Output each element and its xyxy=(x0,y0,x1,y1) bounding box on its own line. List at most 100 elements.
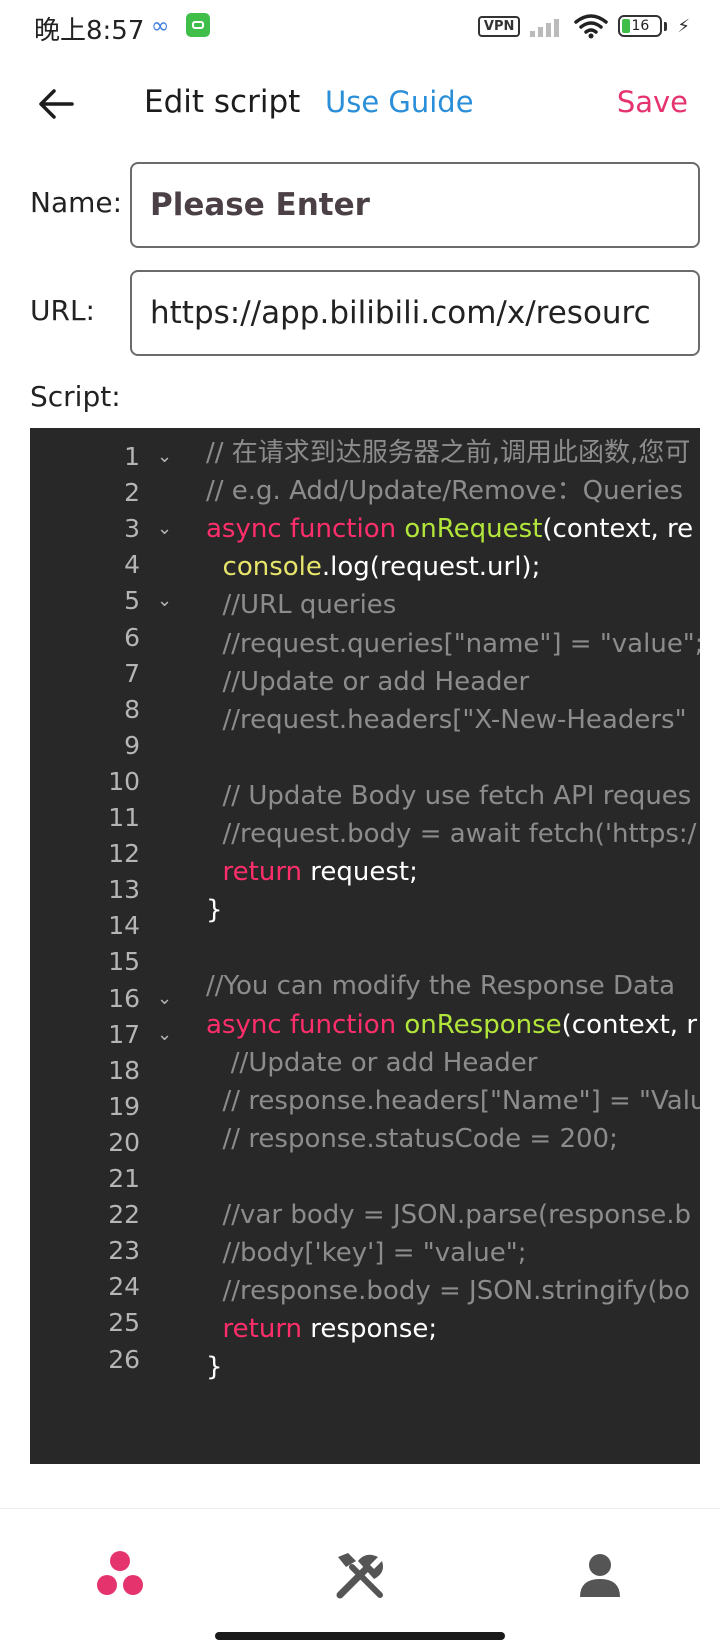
line-number: 1 xyxy=(124,442,140,471)
editor-line: 9 xyxy=(30,727,700,765)
line-number: 6 xyxy=(124,622,140,652)
line-number: 11 xyxy=(108,803,140,832)
code-line: async function onResponse(context, r xyxy=(206,1006,697,1044)
back-arrow-icon[interactable] xyxy=(36,84,76,124)
code-token: // response.statusCode = 200; xyxy=(206,1123,618,1154)
editor-line: 11 xyxy=(30,799,700,837)
code-token: onRequest xyxy=(404,514,543,545)
app-notification-icon xyxy=(186,13,210,37)
save-button[interactable]: Save xyxy=(616,85,688,119)
chevron-down-icon[interactable]: ⌄ xyxy=(157,518,173,540)
code-line: //URL queries xyxy=(206,586,397,624)
code-token: } xyxy=(206,895,223,926)
line-number: 23 xyxy=(108,1236,140,1266)
status-bar: 晚上8:57 ∞ VPN 16 ⚡ xyxy=(0,0,720,54)
code-token: //Update or add Header xyxy=(206,1047,538,1078)
editor-line: 17 ⌄ xyxy=(30,1016,700,1054)
code-line: async function onRequest(context, re xyxy=(206,510,693,548)
use-guide-link[interactable]: Use Guide xyxy=(325,85,474,119)
name-label: Name: xyxy=(30,186,123,219)
line-number: 14 xyxy=(108,911,140,941)
editor-line: 19 xyxy=(30,1088,700,1126)
line-number: 16 xyxy=(108,983,140,1013)
status-icons: VPN 16 ⚡ xyxy=(477,12,690,40)
line-number: 26 xyxy=(108,1344,140,1374)
editor-line: 12 xyxy=(30,835,700,873)
dots-cluster-icon[interactable] xyxy=(90,1545,150,1605)
code-line: //request.headers["X-New-Headers" xyxy=(206,701,687,739)
chevron-down-icon[interactable]: ⌄ xyxy=(157,590,173,612)
code-line: //Update or add Header xyxy=(206,663,530,701)
battery-cap xyxy=(664,21,668,31)
code-token: // response.headers["Name"] = "Valu xyxy=(206,1085,700,1116)
code-token: async function xyxy=(206,1009,405,1040)
name-placeholder: Please Enter xyxy=(150,187,370,223)
loop-icon: ∞ xyxy=(151,14,170,39)
code-token: return xyxy=(206,1314,311,1345)
person-icon[interactable] xyxy=(570,1545,630,1605)
tools-icon[interactable] xyxy=(330,1545,390,1605)
line-number: 2 xyxy=(124,478,140,508)
editor-line: 2 xyxy=(30,474,700,512)
line-number: 17 xyxy=(108,1019,140,1049)
line-number: 18 xyxy=(108,1055,140,1085)
bottom-navigation xyxy=(0,1508,720,1651)
code-token: //You can modify the Response Data xyxy=(206,971,676,1002)
name-input[interactable]: Please Enter xyxy=(130,162,700,248)
code-line: //You can modify the Response Data xyxy=(206,967,675,1005)
code-line: } xyxy=(206,1348,223,1386)
editor-line: 22 xyxy=(30,1196,700,1234)
code-line: // response.headers["Name"] = "Valu xyxy=(206,1082,700,1120)
code-line: console.log(request.url); xyxy=(206,548,541,586)
code-token: onResponse xyxy=(404,1009,562,1040)
cellular-signal-icon xyxy=(530,15,564,37)
code-line: //response.body = JSON.stringify(bo xyxy=(206,1272,690,1310)
editor-line: 5⌄ xyxy=(30,582,700,620)
code-token: .log(request.url); xyxy=(321,552,541,583)
code-line: //Update or add Header xyxy=(206,1044,538,1082)
status-time: 晚上8:57 xyxy=(34,16,145,46)
editor-line: 20 xyxy=(30,1124,700,1162)
code-line: // Update Body use fetch API reques xyxy=(206,777,692,815)
editor-line: 26 xyxy=(30,1341,700,1379)
editor-line: 7 xyxy=(30,655,700,693)
code-token: // 在请求到达服务器之前,调用此函数,您可 xyxy=(206,438,691,468)
line-number: 3 xyxy=(124,514,140,544)
editor-line: 24 xyxy=(30,1268,700,1306)
code-token: //request.body = await fetch('https:/ xyxy=(206,819,697,849)
line-number: 20 xyxy=(108,1127,140,1157)
chevron-down-icon[interactable]: ⌄ xyxy=(157,446,173,467)
code-line: } xyxy=(206,891,223,929)
app-header: Edit script Use Guide Save xyxy=(0,62,720,146)
code-line: //request.queries["name"] = "value"; xyxy=(206,625,700,663)
editor-line: 1⌄ xyxy=(30,438,700,476)
code-token: //URL queries xyxy=(206,590,397,621)
editor-line: 23 xyxy=(30,1232,700,1270)
chevron-down-icon[interactable]: ⌄ xyxy=(157,1023,173,1045)
url-label: URL: xyxy=(30,294,95,327)
editor-line: 6 xyxy=(30,619,700,657)
code-token: response; xyxy=(310,1314,438,1345)
vpn-icon: VPN xyxy=(477,15,521,37)
line-number: 19 xyxy=(108,1091,140,1121)
line-number: 25 xyxy=(108,1308,140,1338)
line-number: 24 xyxy=(108,1272,140,1302)
script-label: Script: xyxy=(30,380,121,413)
editor-line: 3⌄ xyxy=(30,510,700,548)
code-line: return request; xyxy=(206,853,418,891)
line-number: 21 xyxy=(108,1164,140,1193)
code-line: //var body = JSON.parse(response.b xyxy=(206,1196,691,1234)
code-token: //request.queries["name"] = "value"; xyxy=(206,628,700,659)
code-token: async function xyxy=(206,514,405,545)
battery-icon: 16 xyxy=(618,15,663,37)
code-token: //Update or add Header xyxy=(206,666,530,697)
code-token: return xyxy=(206,857,311,888)
editor-line: 18 xyxy=(30,1052,700,1090)
home-indicator[interactable] xyxy=(215,1632,505,1640)
code-line: //request.body = await fetch('https:/ xyxy=(206,815,697,853)
code-token: console xyxy=(206,552,322,583)
line-number: 22 xyxy=(108,1200,140,1230)
chevron-down-icon[interactable]: ⌄ xyxy=(157,987,173,1009)
url-input[interactable]: https://app.bilibili.com/x/resourc xyxy=(130,270,700,356)
